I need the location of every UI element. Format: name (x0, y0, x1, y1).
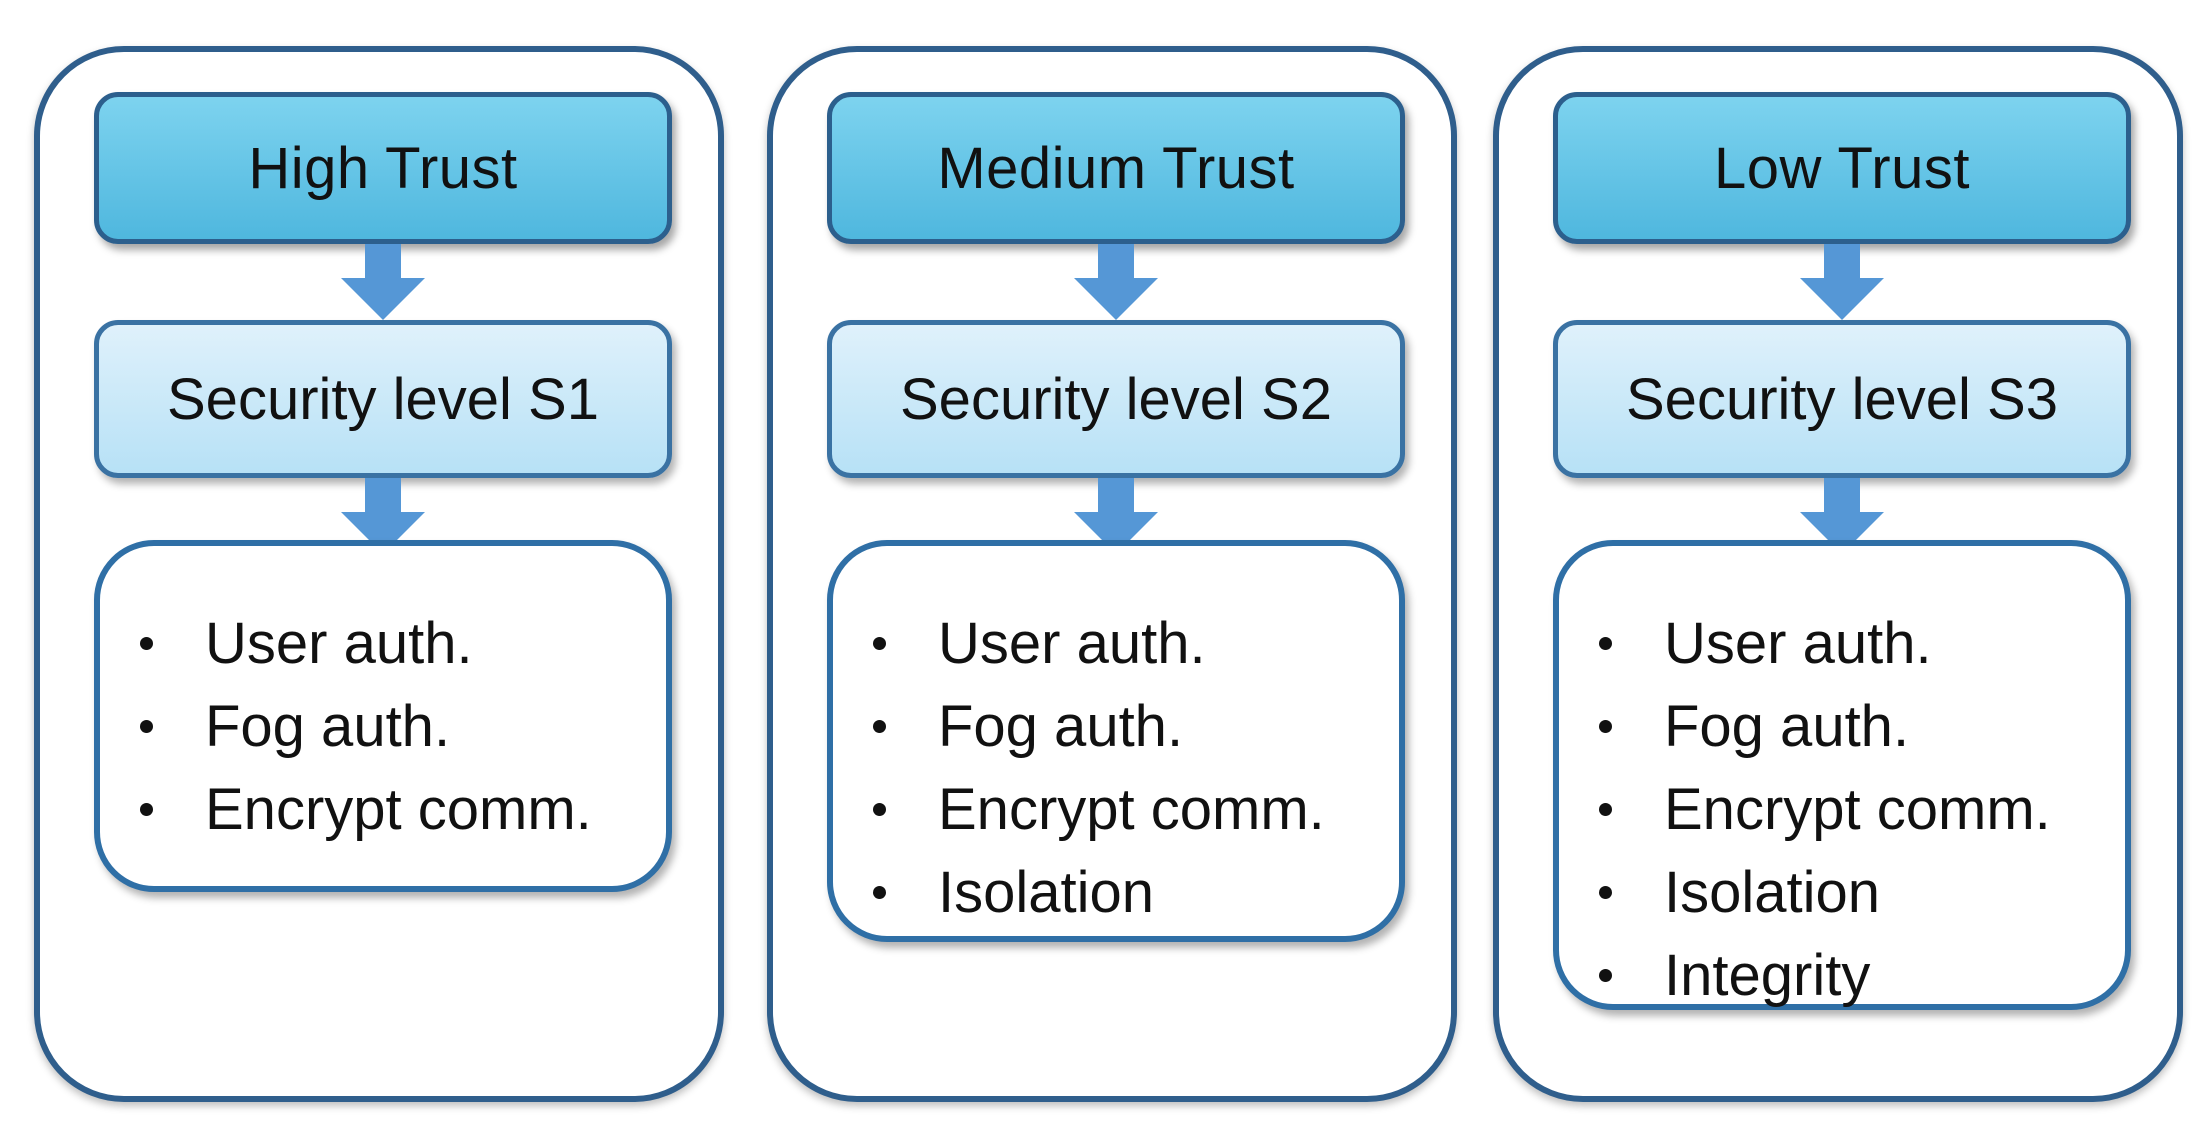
list-item: Encrypt comm. (140, 768, 666, 851)
trust-level-box: Low Trust (1553, 92, 2131, 244)
trust-column-high: High Trust Security level S1 User auth. … (34, 46, 724, 1102)
feature-list: User auth. Fog auth. Encrypt comm. Isola… (1559, 546, 2125, 1017)
list-item: Isolation (873, 851, 1399, 934)
bullet-icon (1599, 803, 1612, 816)
feature-list-box: User auth. Fog auth. Encrypt comm. Isola… (1553, 540, 2131, 1010)
feature-label: Integrity (1664, 943, 1871, 1008)
bullet-icon (1599, 886, 1612, 899)
feature-label: Fog auth. (938, 694, 1184, 759)
feature-list-box: User auth. Fog auth. Encrypt comm. Isola… (827, 540, 1405, 942)
feature-label: Isolation (938, 860, 1155, 925)
security-level-box: Security level S1 (94, 320, 672, 478)
bullet-icon (1599, 637, 1612, 650)
list-item: Fog auth. (140, 685, 666, 768)
feature-label: Encrypt comm. (205, 777, 592, 842)
feature-label: User auth. (205, 611, 473, 676)
feature-list: User auth. Fog auth. Encrypt comm. Isola… (833, 546, 1399, 934)
feature-label: Encrypt comm. (1664, 777, 2051, 842)
trust-level-box: High Trust (94, 92, 672, 244)
bullet-icon (873, 803, 886, 816)
list-item: Integrity (1599, 934, 2125, 1017)
list-item: Fog auth. (873, 685, 1399, 768)
bullet-icon (873, 720, 886, 733)
list-item: Encrypt comm. (1599, 768, 2125, 851)
bullet-icon (1599, 720, 1612, 733)
bullet-icon (1599, 969, 1612, 982)
feature-label: User auth. (1664, 611, 1932, 676)
down-arrow-icon (1074, 244, 1158, 320)
down-arrow-icon (341, 244, 425, 320)
security-level-box: Security level S2 (827, 320, 1405, 478)
down-arrow-icon (341, 478, 425, 554)
feature-list: User auth. Fog auth. Encrypt comm. (100, 546, 666, 851)
down-arrow-icon (1074, 478, 1158, 554)
feature-label: Encrypt comm. (938, 777, 1325, 842)
list-item: Encrypt comm. (873, 768, 1399, 851)
list-item: Fog auth. (1599, 685, 2125, 768)
bullet-icon (873, 886, 886, 899)
list-item: User auth. (873, 602, 1399, 685)
list-item: Isolation (1599, 851, 2125, 934)
trust-column-low: Low Trust Security level S3 User auth. F… (1493, 46, 2183, 1102)
feature-label: Fog auth. (1664, 694, 1910, 759)
list-item: User auth. (140, 602, 666, 685)
trust-column-medium: Medium Trust Security level S2 User auth… (767, 46, 1457, 1102)
bullet-icon (140, 720, 153, 733)
bullet-icon (140, 637, 153, 650)
security-level-box: Security level S3 (1553, 320, 2131, 478)
feature-label: User auth. (938, 611, 1206, 676)
feature-list-box: User auth. Fog auth. Encrypt comm. (94, 540, 672, 892)
bullet-icon (140, 803, 153, 816)
feature-label: Fog auth. (205, 694, 451, 759)
bullet-icon (873, 637, 886, 650)
feature-label: Isolation (1664, 860, 1881, 925)
down-arrow-icon (1800, 244, 1884, 320)
list-item: User auth. (1599, 602, 2125, 685)
down-arrow-icon (1800, 478, 1884, 554)
trust-level-box: Medium Trust (827, 92, 1405, 244)
